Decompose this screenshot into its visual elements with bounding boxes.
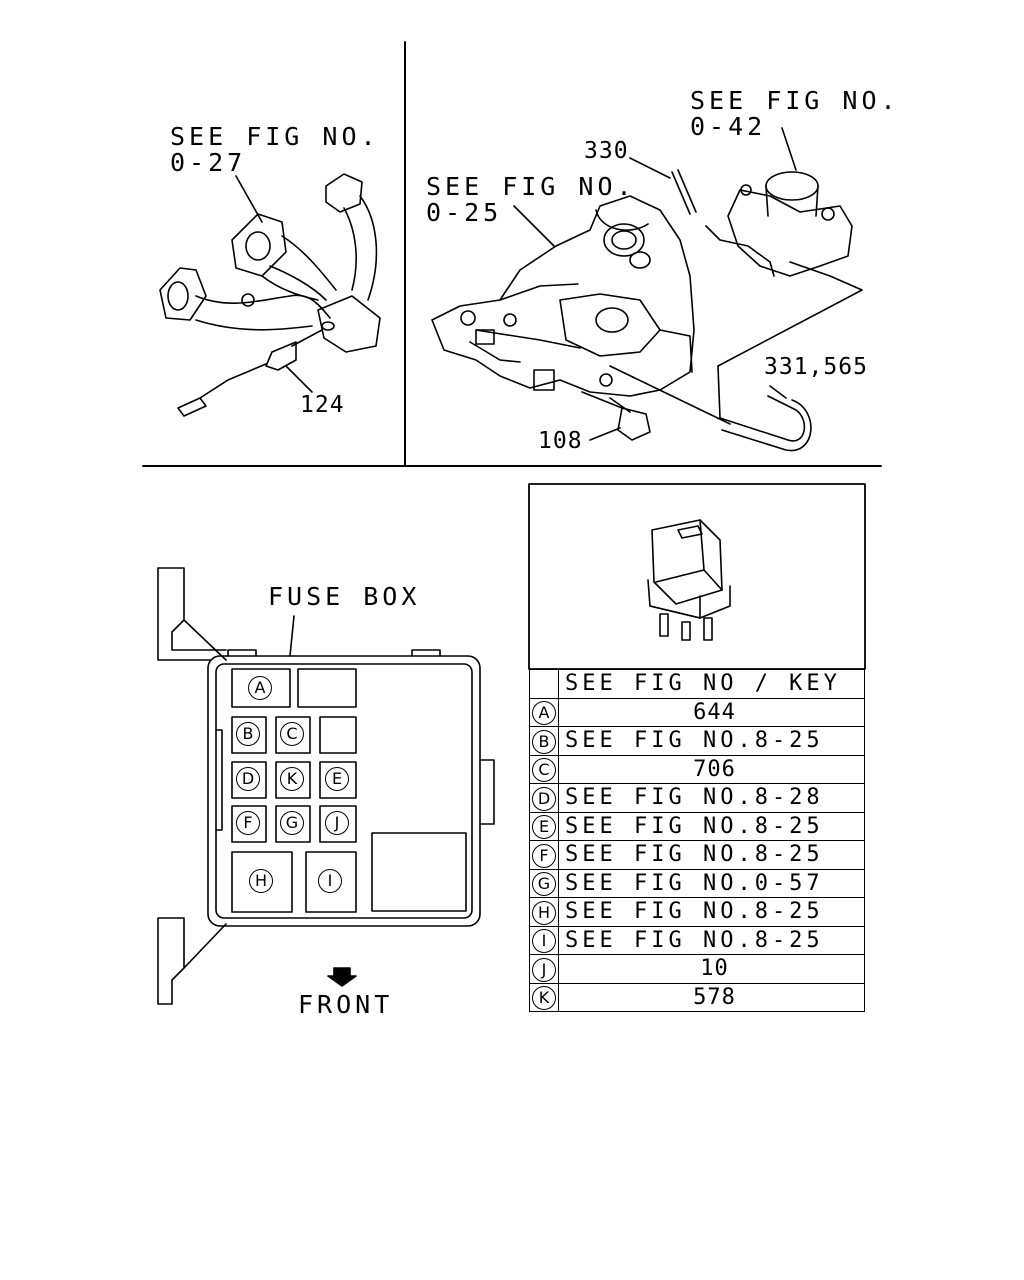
key-table-header-row: SEE FIG NO / KEY — [529, 669, 865, 699]
part-330-label: 330 — [584, 138, 629, 164]
hose-drawing — [717, 365, 806, 442]
key-table-header: SEE FIG NO / KEY — [558, 669, 865, 699]
fuse-slot-b: B — [236, 722, 260, 746]
fuse-slot-h: H — [249, 869, 273, 893]
fuse-slot-c: C — [280, 722, 304, 746]
table-row: B SEE FIG NO.8-25 — [529, 726, 865, 756]
table-row: G SEE FIG NO.0-57 — [529, 868, 865, 898]
intake-reference-line-1: SEE FIG NO. — [426, 172, 636, 201]
key-table-header-blank — [529, 669, 559, 699]
part-331-565-label: 331,565 — [764, 354, 868, 380]
fuse-slot-j: J — [325, 811, 349, 835]
part-108-label: 108 — [538, 428, 583, 454]
fuse-slot-f: F — [236, 811, 260, 835]
intake-manifold-drawing — [431, 195, 731, 425]
fuse-box-drawing — [157, 567, 495, 1005]
fuse-slot-e: E — [325, 767, 349, 791]
fuse-slot-i: I — [318, 869, 342, 893]
key-value: SEE FIG NO.8-25 — [558, 897, 865, 927]
key-letter: A — [532, 701, 556, 726]
relay-panel — [528, 483, 866, 670]
front-arrow-icon — [327, 967, 357, 987]
fuse-slot-a: A — [248, 676, 272, 700]
fuse-slot-g: G — [280, 811, 304, 835]
part-330-drawing — [671, 169, 697, 215]
manifold-reference-line-2: 0-27 — [170, 148, 247, 177]
relay-drawing — [647, 519, 731, 641]
key-letter: G — [532, 872, 556, 897]
key-value: 578 — [558, 982, 865, 1012]
key-value: SEE FIG NO.8-25 — [558, 811, 865, 841]
fuse-slot-d: D — [236, 767, 260, 791]
key-letter: I — [532, 929, 556, 954]
key-letter: J — [532, 957, 556, 982]
throttle-reference-line-2: 0-42 — [690, 112, 767, 141]
key-letter: H — [532, 900, 556, 925]
fuse-slot-k: K — [280, 767, 304, 791]
table-row: D SEE FIG NO.8-28 — [529, 783, 865, 813]
key-letter: F — [532, 843, 556, 868]
key-letter: K — [532, 986, 556, 1011]
manifold-reference-label: SEE FIG NO. 0-27 — [170, 124, 380, 176]
key-value: SEE FIG NO.0-57 — [558, 868, 865, 898]
key-table: SEE FIG NO / KEY A 644 B SEE FIG NO.8-25… — [529, 669, 865, 1012]
table-row: I SEE FIG NO.8-25 — [529, 925, 865, 955]
key-letter: C — [532, 758, 556, 783]
exhaust-manifold-drawing — [159, 173, 381, 417]
throttle-reference-line-1: SEE FIG NO. — [690, 86, 900, 115]
key-value: 10 — [558, 954, 865, 984]
throttle-reference-label: SEE FIG NO. 0-42 — [690, 88, 900, 140]
key-letter: E — [532, 815, 556, 840]
table-row: J 10 — [529, 954, 865, 984]
intake-reference-label: SEE FIG NO. 0-25 — [426, 174, 636, 226]
throttle-body-drawing — [705, 127, 863, 367]
key-letter: B — [532, 729, 556, 754]
key-value: 644 — [558, 697, 865, 727]
key-letter: D — [532, 786, 556, 811]
table-row: C 706 — [529, 754, 865, 784]
key-value: SEE FIG NO.8-25 — [558, 840, 865, 870]
manifold-reference-line-1: SEE FIG NO. — [170, 122, 380, 151]
front-label: FRONT — [298, 990, 394, 1019]
key-value: SEE FIG NO.8-25 — [558, 726, 865, 756]
key-value: 706 — [558, 754, 865, 784]
part-108-drawing — [617, 407, 651, 441]
fuse-box-title: FUSE BOX — [268, 582, 421, 611]
table-row: H SEE FIG NO.8-25 — [529, 897, 865, 927]
table-row: K 578 — [529, 982, 865, 1012]
intake-reference-line-2: 0-25 — [426, 198, 503, 227]
table-row: E SEE FIG NO.8-25 — [529, 811, 865, 841]
key-value: SEE FIG NO.8-25 — [558, 925, 865, 955]
part-124-label: 124 — [300, 392, 345, 418]
table-row: F SEE FIG NO.8-25 — [529, 840, 865, 870]
table-row: A 644 — [529, 697, 865, 727]
key-value: SEE FIG NO.8-28 — [558, 783, 865, 813]
